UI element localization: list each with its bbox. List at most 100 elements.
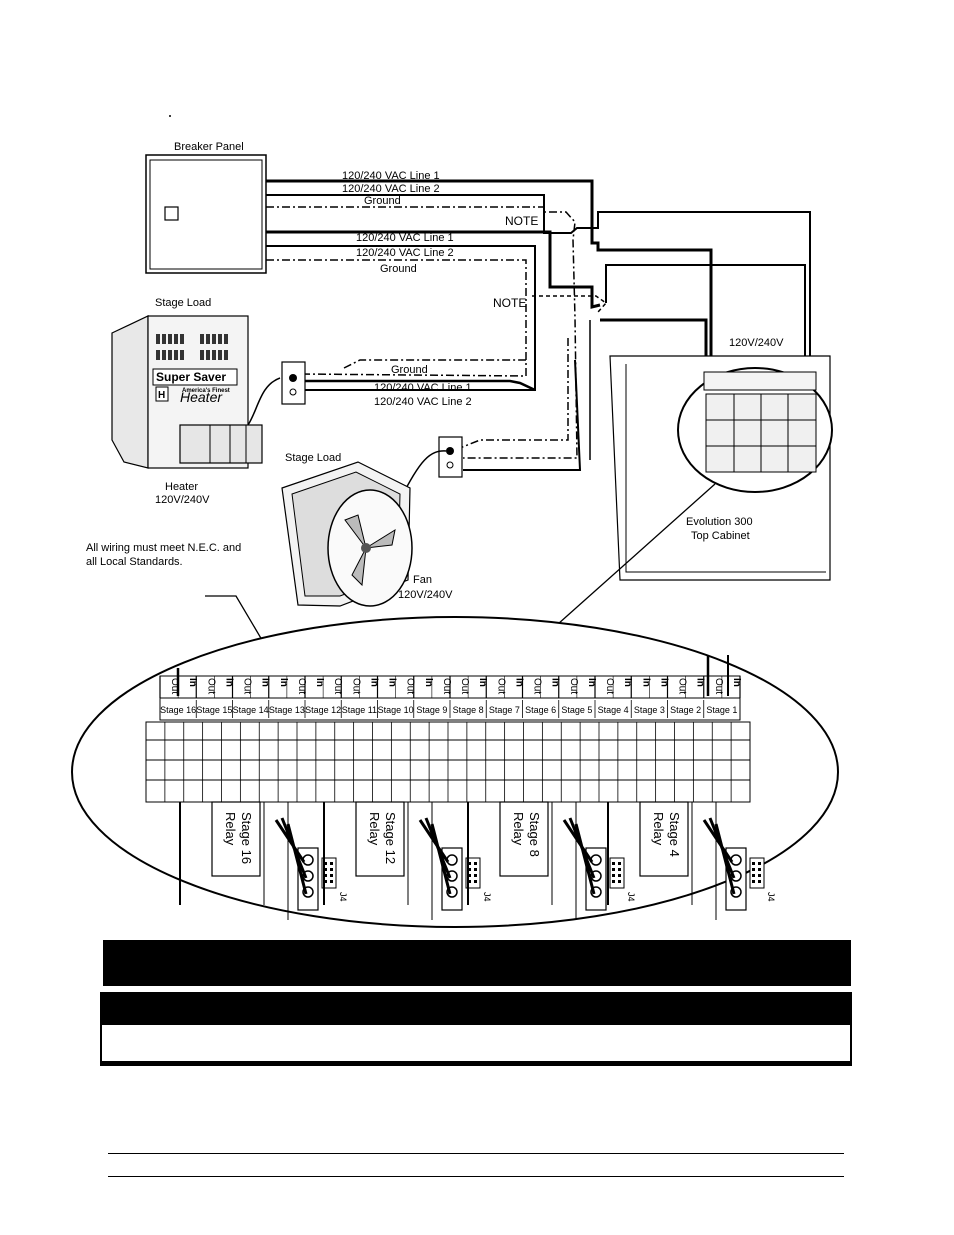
wire-label-ground-top: Ground	[364, 195, 401, 207]
terminal-label: Out	[604, 678, 615, 694]
terminal-label: In	[477, 678, 488, 687]
heater-illustration	[111, 315, 281, 469]
stage-label: Stage 13	[269, 705, 305, 715]
terminal-label: Out	[568, 678, 579, 694]
heater-word: Heater	[180, 389, 223, 405]
relay-word-label: Relay	[651, 812, 666, 846]
stage-label: Stage 3	[634, 705, 665, 715]
terminal-label: In	[622, 678, 633, 687]
terminal-label: In	[658, 678, 669, 687]
terminal-label: Out	[532, 678, 543, 694]
table-header-bar	[100, 992, 852, 1025]
stage-label: Stage 2	[670, 705, 701, 715]
heater-label: Heater	[165, 481, 198, 493]
stage-label: Stage 6	[525, 705, 556, 715]
footer-rule-top	[108, 1153, 844, 1154]
wiring-note-2: all Local Standards.	[86, 556, 183, 568]
stage-label: Stage 9	[416, 705, 447, 715]
stage-label: Stage 14	[233, 705, 269, 715]
fan-illustration	[281, 461, 413, 607]
wire-label-line2-top: 120/240 VAC Line 2	[342, 183, 440, 195]
wire-label-line1-mid: 120/240 VAC Line 1	[356, 232, 454, 244]
wire-label-line1-top: 120/240 VAC Line 1	[342, 170, 440, 182]
terminal-label: Out	[495, 678, 506, 694]
relay-word-label: Relay	[367, 812, 382, 846]
connector-label: J4	[338, 892, 348, 902]
connector-label: J4	[626, 892, 636, 902]
relay-word-label: Relay	[511, 812, 526, 846]
terminal-label: Out	[350, 678, 361, 694]
wire-label-line2-mid: 120/240 VAC Line 2	[356, 247, 454, 259]
stage-label: Stage 1	[706, 705, 737, 715]
wire-label-ground-mid: Ground	[380, 263, 417, 275]
relay-stage-label: Stage 8	[527, 812, 542, 857]
stage-label: Stage 16	[160, 705, 196, 715]
terminal-label: Out	[332, 678, 343, 694]
cabinet-voltage: 120V/240V	[729, 337, 784, 349]
terminal-label: Out	[459, 678, 470, 694]
note-top: NOTE	[505, 214, 538, 228]
wiring-note-1: All wiring must meet N.E.C. and	[86, 542, 241, 554]
relay-stage-label: Stage 16	[239, 812, 254, 864]
stage-load-heater-label: Stage Load	[155, 297, 211, 309]
stage-label: Stage 11	[342, 705, 377, 715]
terminal-label: Out	[242, 678, 253, 694]
terminal-label: Out	[296, 678, 307, 694]
heater-logo: H	[158, 390, 165, 401]
wire-label-line2-outlet: 120/240 VAC Line 2	[374, 396, 472, 408]
terminal-label: In	[314, 678, 325, 687]
terminal-label: In	[368, 678, 379, 687]
stage-label: Stage 5	[561, 705, 592, 715]
breaker-panel	[145, 154, 267, 274]
terminal-label: In	[731, 678, 742, 687]
heater-voltage: 120V/240V	[155, 494, 210, 506]
stage-label: Stage 12	[305, 705, 341, 715]
terminal-label: In	[423, 678, 434, 687]
terminal-label: Out	[677, 678, 688, 694]
heater-brand: Super Saver	[156, 370, 226, 384]
terminal-label: In	[260, 678, 271, 687]
fan-voltage: 120V/240V	[398, 589, 453, 601]
note-mid: NOTE	[493, 296, 526, 310]
terminal-label: In	[695, 678, 706, 687]
terminal-label: In	[586, 678, 597, 687]
terminal-label: Out	[713, 678, 724, 694]
connector-label: J4	[766, 892, 776, 902]
cabinet-label-1: Evolution 300	[686, 516, 753, 528]
relay-word-label: Relay	[223, 812, 238, 846]
terminal-label: Out	[169, 678, 180, 694]
terminal-label: In	[387, 678, 398, 687]
outlet-heater	[281, 361, 306, 405]
evolution-cabinet	[609, 355, 833, 581]
relay-stage-label: Stage 4	[667, 812, 682, 857]
stage-load-fan-label: Stage Load	[285, 452, 341, 464]
stage-label: Stage 15	[196, 705, 232, 715]
stage-label: Stage 8	[453, 705, 484, 715]
wire-label-ground-outlet: Ground	[391, 364, 428, 376]
terminal-label: Out	[441, 678, 452, 694]
terminal-zoom: Out In Out In Out In In Out In Out Out In In Out In Out…	[71, 616, 839, 928]
section-header-bar	[103, 940, 851, 986]
connector-label: J4	[482, 892, 492, 902]
terminal-label: Out	[205, 678, 216, 694]
terminal-label: In	[278, 678, 289, 687]
wire-label-line1-outlet: 120/240 VAC Line 1	[374, 382, 472, 394]
stage-label: Stage 10	[378, 705, 414, 715]
terminal-label: Out	[405, 678, 416, 694]
table-body-box	[100, 1025, 852, 1063]
terminal-label: In	[640, 678, 651, 687]
stage-label: Stage 4	[598, 705, 629, 715]
table-bottom-rule	[100, 1062, 852, 1066]
terminal-label: In	[513, 678, 524, 687]
relay-stage-label: Stage 12	[383, 812, 398, 864]
breaker-panel-label: Breaker Panel	[174, 141, 244, 153]
terminal-label: In	[223, 678, 234, 687]
terminal-label: In	[187, 678, 198, 687]
footer-rule-bottom	[108, 1176, 844, 1177]
heater-tagline: America's Finest	[182, 388, 230, 394]
